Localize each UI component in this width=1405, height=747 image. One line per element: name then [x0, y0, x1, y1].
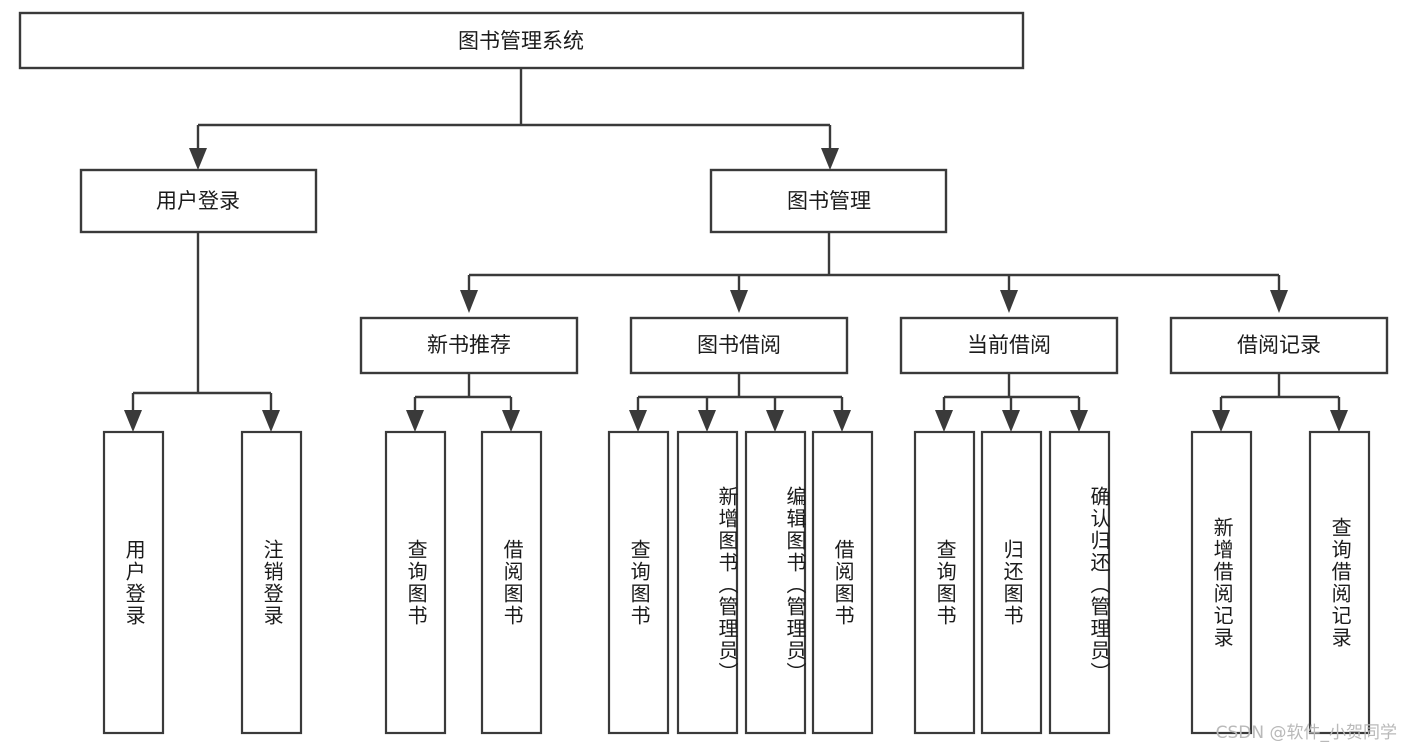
- arrow-head-icon: [821, 148, 839, 170]
- arrow-heads: [124, 148, 1348, 432]
- node-labels: 图书管理系统 用户登录 图书管理 新书推荐 图书借阅 当前借阅 借阅记录: [156, 29, 1321, 357]
- csdn-watermark: CSDN @软件_小贺同学: [1215, 723, 1397, 743]
- connector-currentborrow-to-leaves: [942, 373, 1081, 412]
- label-current-borrow: 当前借阅: [967, 333, 1051, 357]
- node-box-root[interactable]: [18, 11, 1025, 70]
- arrow-head-icon: [1212, 410, 1230, 432]
- arrow-head-icon: [1330, 410, 1348, 432]
- arrow-head-icon: [124, 410, 142, 432]
- label-book-manage: 图书管理: [787, 189, 871, 213]
- label-borrow-record: 借阅记录: [1237, 333, 1321, 357]
- node-box-leaf-brw-edit-book[interactable]: [744, 430, 807, 735]
- arrow-head-icon: [406, 410, 424, 432]
- arrow-head-icon: [698, 410, 716, 432]
- node-boxes: [18, 11, 1389, 735]
- node-box-book-manage[interactable]: [709, 168, 948, 234]
- arrow-head-icon: [766, 410, 784, 432]
- connector-newbook-to-leaves: [413, 373, 513, 412]
- arrow-head-icon: [1000, 290, 1018, 313]
- node-box-new-book-recommend[interactable]: [359, 316, 579, 375]
- connector-userlogin-to-leaves: [131, 232, 273, 412]
- connector-root-to-level1: [196, 68, 832, 150]
- node-box-user-login[interactable]: [79, 168, 318, 234]
- node-box-leaf-brw-borrow-book[interactable]: [811, 430, 874, 735]
- arrow-head-icon: [1002, 410, 1020, 432]
- label-user-login: 用户登录: [156, 189, 240, 213]
- label-new-book-recommend: 新书推荐: [427, 333, 511, 357]
- arrow-head-icon: [833, 410, 851, 432]
- arrow-head-icon: [1270, 290, 1288, 313]
- node-box-leaf-brw-add-book[interactable]: [676, 430, 739, 735]
- arrow-head-icon: [629, 410, 647, 432]
- connectors: [131, 68, 1341, 412]
- node-box-book-borrow[interactable]: [629, 316, 849, 375]
- node-box-leaf-rec-query-book[interactable]: [384, 430, 447, 735]
- arrow-head-icon: [502, 410, 520, 432]
- node-box-leaf-rec-add-record[interactable]: [1190, 430, 1253, 735]
- connector-bookmanage-to-level2: [467, 232, 1281, 292]
- node-box-current-borrow[interactable]: [899, 316, 1119, 375]
- node-box-leaf-cur-query-book[interactable]: [913, 430, 976, 735]
- node-box-leaf-rec-query-record[interactable]: [1308, 430, 1371, 735]
- arrow-head-icon: [262, 410, 280, 432]
- node-box-leaf-brw-query-book[interactable]: [607, 430, 670, 735]
- node-box-leaf-cur-return-book[interactable]: [980, 430, 1043, 735]
- node-box-borrow-record[interactable]: [1169, 316, 1389, 375]
- arrow-head-icon: [1070, 410, 1088, 432]
- connector-bookborrow-to-leaves: [636, 373, 844, 412]
- arrow-head-icon: [935, 410, 953, 432]
- connector-borrowrecord-to-leaves: [1219, 373, 1341, 412]
- node-box-leaf-user-login[interactable]: [102, 430, 165, 735]
- node-box-leaf-cur-confirm-return[interactable]: [1048, 430, 1111, 735]
- node-box-leaf-user-logout[interactable]: [240, 430, 303, 735]
- label-book-borrow: 图书借阅: [697, 333, 781, 357]
- arrow-head-icon: [189, 148, 207, 170]
- arrow-head-icon: [460, 290, 478, 313]
- label-root: 图书管理系统: [458, 29, 584, 53]
- node-box-leaf-rec-borrow-book[interactable]: [480, 430, 543, 735]
- arrow-head-icon: [730, 290, 748, 313]
